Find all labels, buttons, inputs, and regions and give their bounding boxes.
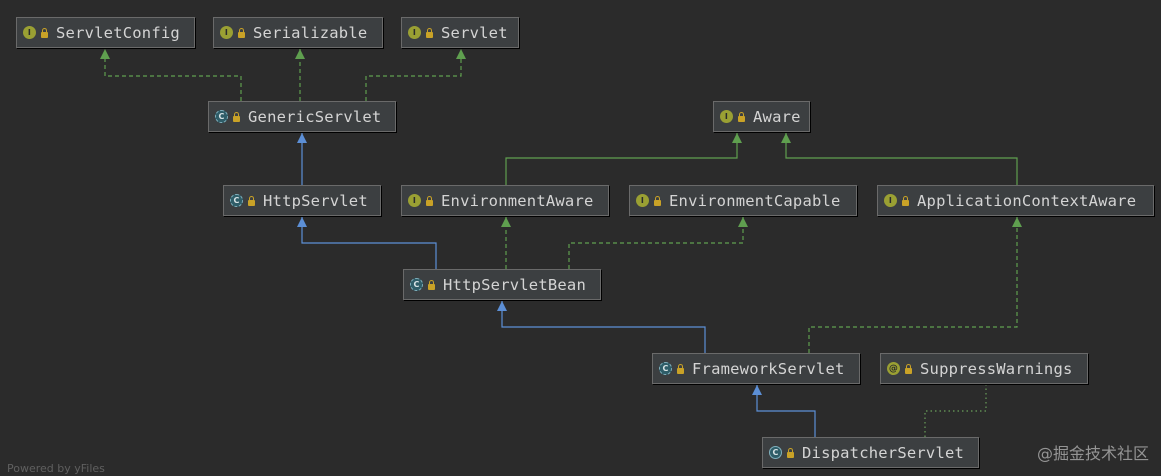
node-label: ApplicationContextAware xyxy=(917,191,1137,210)
interface-icon: I xyxy=(408,26,421,39)
node-label: GenericServlet xyxy=(248,107,382,126)
edge-arrowhead xyxy=(1012,217,1022,227)
lock-icon xyxy=(428,279,435,290)
edge-arrowhead xyxy=(456,49,466,59)
edge-frameworkservlet-to-httpservletbean xyxy=(501,301,706,353)
node-label: FrameworkServlet xyxy=(692,359,845,378)
abstract-class-icon: C xyxy=(215,110,228,123)
powered-by-footer: Powered by yFiles xyxy=(7,462,105,475)
node-suppress-warnings[interactable]: @ SuppressWarnings xyxy=(880,353,1088,384)
node-aware[interactable]: I Aware xyxy=(713,101,810,132)
edge-arrowhead xyxy=(497,301,507,311)
node-application-context-aware[interactable]: I ApplicationContextAware xyxy=(877,185,1154,216)
node-dispatcher-servlet[interactable]: C DispatcherServlet xyxy=(762,437,979,468)
lock-icon xyxy=(233,111,240,122)
class-icon: C xyxy=(769,446,782,459)
edge-httpservletbean-to-environmentcapable xyxy=(568,217,744,269)
edge-arrowhead xyxy=(752,385,762,395)
node-label: HttpServletBean xyxy=(443,275,586,294)
edge-arrowhead xyxy=(732,133,742,143)
edge-arrowhead xyxy=(738,217,748,227)
edge-arrowhead xyxy=(781,133,791,143)
annotation-icon: @ xyxy=(887,362,900,375)
edge-arrowhead xyxy=(501,217,511,227)
node-environment-aware[interactable]: I EnvironmentAware xyxy=(401,185,609,216)
lock-icon xyxy=(41,27,48,38)
lock-icon xyxy=(787,447,794,458)
node-label: HttpServlet xyxy=(263,191,368,210)
edge-dispatcherservlet-to-frameworkservlet xyxy=(756,385,816,437)
node-label: Servlet xyxy=(441,23,508,42)
abstract-class-icon: C xyxy=(659,362,672,375)
interface-icon: I xyxy=(720,110,733,123)
node-label: EnvironmentAware xyxy=(441,191,594,210)
node-http-servlet-bean[interactable]: C HttpServletBean xyxy=(403,269,601,300)
node-generic-servlet[interactable]: C GenericServlet xyxy=(208,101,396,132)
lock-icon xyxy=(654,195,661,206)
node-framework-servlet[interactable]: C FrameworkServlet xyxy=(652,353,860,384)
node-label: EnvironmentCapable xyxy=(669,191,841,210)
abstract-class-icon: C xyxy=(410,278,423,291)
edge-environmentaware-to-aware xyxy=(505,133,738,185)
node-label: Aware xyxy=(753,107,801,126)
lock-icon xyxy=(738,111,745,122)
edge-arrowhead xyxy=(100,49,110,59)
interface-icon: I xyxy=(636,194,649,207)
node-http-servlet[interactable]: C HttpServlet xyxy=(223,185,381,216)
lock-icon xyxy=(902,195,909,206)
lock-icon xyxy=(248,195,255,206)
node-label: Serializable xyxy=(253,23,368,42)
edge-applicationcontextaware-to-aware xyxy=(785,133,1018,185)
lock-icon xyxy=(426,195,433,206)
brand-watermark: @掘金技术社区 xyxy=(1036,444,1149,463)
edge-httpservletbean-to-httpservlet xyxy=(301,217,437,269)
node-label: DispatcherServlet xyxy=(802,443,965,462)
lock-icon xyxy=(238,27,245,38)
node-label: ServletConfig xyxy=(56,23,180,42)
node-servlet[interactable]: I Servlet xyxy=(401,17,519,48)
edge-genericservlet-to-servlet xyxy=(365,49,462,101)
edge-dispatcherservlet-to-suppresswarnings xyxy=(924,385,987,437)
edge-arrowhead xyxy=(295,49,305,59)
lock-icon xyxy=(905,363,912,374)
abstract-class-icon: C xyxy=(230,194,243,207)
interface-icon: I xyxy=(408,194,421,207)
edge-frameworkservlet-to-applicationcontextaware xyxy=(808,217,1018,353)
lock-icon xyxy=(426,27,433,38)
edge-arrowhead xyxy=(297,217,307,227)
node-servlet-config[interactable]: I ServletConfig xyxy=(16,17,195,48)
node-environment-capable[interactable]: I EnvironmentCapable xyxy=(629,185,857,216)
edge-arrowhead xyxy=(297,133,307,143)
edge-genericservlet-to-servletconfig xyxy=(104,49,242,101)
interface-icon: I xyxy=(220,26,233,39)
node-serializable[interactable]: I Serializable xyxy=(213,17,383,48)
interface-icon: I xyxy=(23,26,36,39)
node-label: SuppressWarnings xyxy=(920,359,1073,378)
interface-icon: I xyxy=(884,194,897,207)
lock-icon xyxy=(677,363,684,374)
